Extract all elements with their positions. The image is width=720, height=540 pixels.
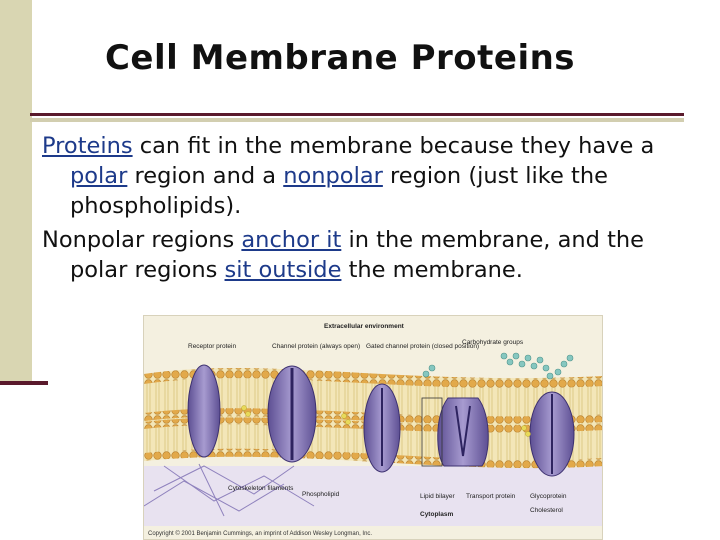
label-phospholipid: Phospholipid xyxy=(302,491,340,498)
slide-body: Proteins can fit in the membrane because… xyxy=(42,131,692,289)
cholesterol-molecules xyxy=(241,405,531,437)
transport-protein xyxy=(437,397,489,467)
text-segment[interactable]: Proteins xyxy=(42,133,133,159)
cytoplasm-background xyxy=(144,466,602,526)
paragraph-1: Proteins can fit in the membrane because… xyxy=(42,131,692,221)
text-segment[interactable]: nonpolar xyxy=(283,163,383,189)
text-segment[interactable]: anchor it xyxy=(241,227,342,253)
label-extracellular: Extracellular environment xyxy=(324,323,405,330)
carbohydrate-groups xyxy=(422,352,574,380)
text-segment: can fit in the membrane because they hav… xyxy=(132,133,655,159)
text-segment: region (just like the phospholipids). xyxy=(70,163,608,219)
gated-channel-protein xyxy=(363,383,401,473)
text-segment: Nonpolar regions xyxy=(42,227,242,253)
glycoprotein xyxy=(529,391,575,477)
cytoskeleton-filaments xyxy=(144,463,315,517)
label-cholesterol: Cholesterol xyxy=(530,507,563,514)
receptor-protein xyxy=(187,364,221,458)
label-carbohydrate: Carbohydrate groups xyxy=(462,339,524,346)
text-segment[interactable]: polar xyxy=(70,163,128,189)
decorative-side-accent xyxy=(0,381,48,385)
label-receptor: Receptor protein xyxy=(188,343,236,350)
text-segment: region and a xyxy=(127,163,284,189)
decorative-side-bar xyxy=(0,0,32,383)
slide-title: Cell Membrane Proteins xyxy=(104,38,576,78)
title-divider xyxy=(30,113,684,116)
figure-copyright: Copyright © 2001 Benjamin Cummings, an i… xyxy=(148,530,372,537)
label-cytoplasm: Cytoplasm xyxy=(420,511,453,518)
lipid-bilayer-bracket xyxy=(421,397,443,467)
text-segment: in the membrane, and the polar regions xyxy=(70,227,645,283)
membrane-diagram: Extracellular environment Receptor prote… xyxy=(143,315,603,540)
label-glycoprotein: Glycoprotein xyxy=(530,493,567,500)
label-transport: Transport protein xyxy=(466,493,516,500)
text-segment: the membrane. xyxy=(341,257,523,283)
title-divider-light xyxy=(30,118,684,122)
label-lipid-bilayer: Lipid bilayer xyxy=(420,493,456,500)
text-segment[interactable]: sit outside xyxy=(224,257,342,283)
channel-protein xyxy=(267,365,317,463)
label-channel: Channel protein (always open) xyxy=(272,343,360,350)
label-gated: Gated channel protein (closed position) xyxy=(366,343,479,350)
membrane-illustration: Extracellular environment Receptor prote… xyxy=(144,316,602,539)
paragraph-2: Nonpolar regions anchor it in the membra… xyxy=(42,225,692,285)
label-cytoskeleton: Cytoskeleton filaments xyxy=(228,485,294,492)
